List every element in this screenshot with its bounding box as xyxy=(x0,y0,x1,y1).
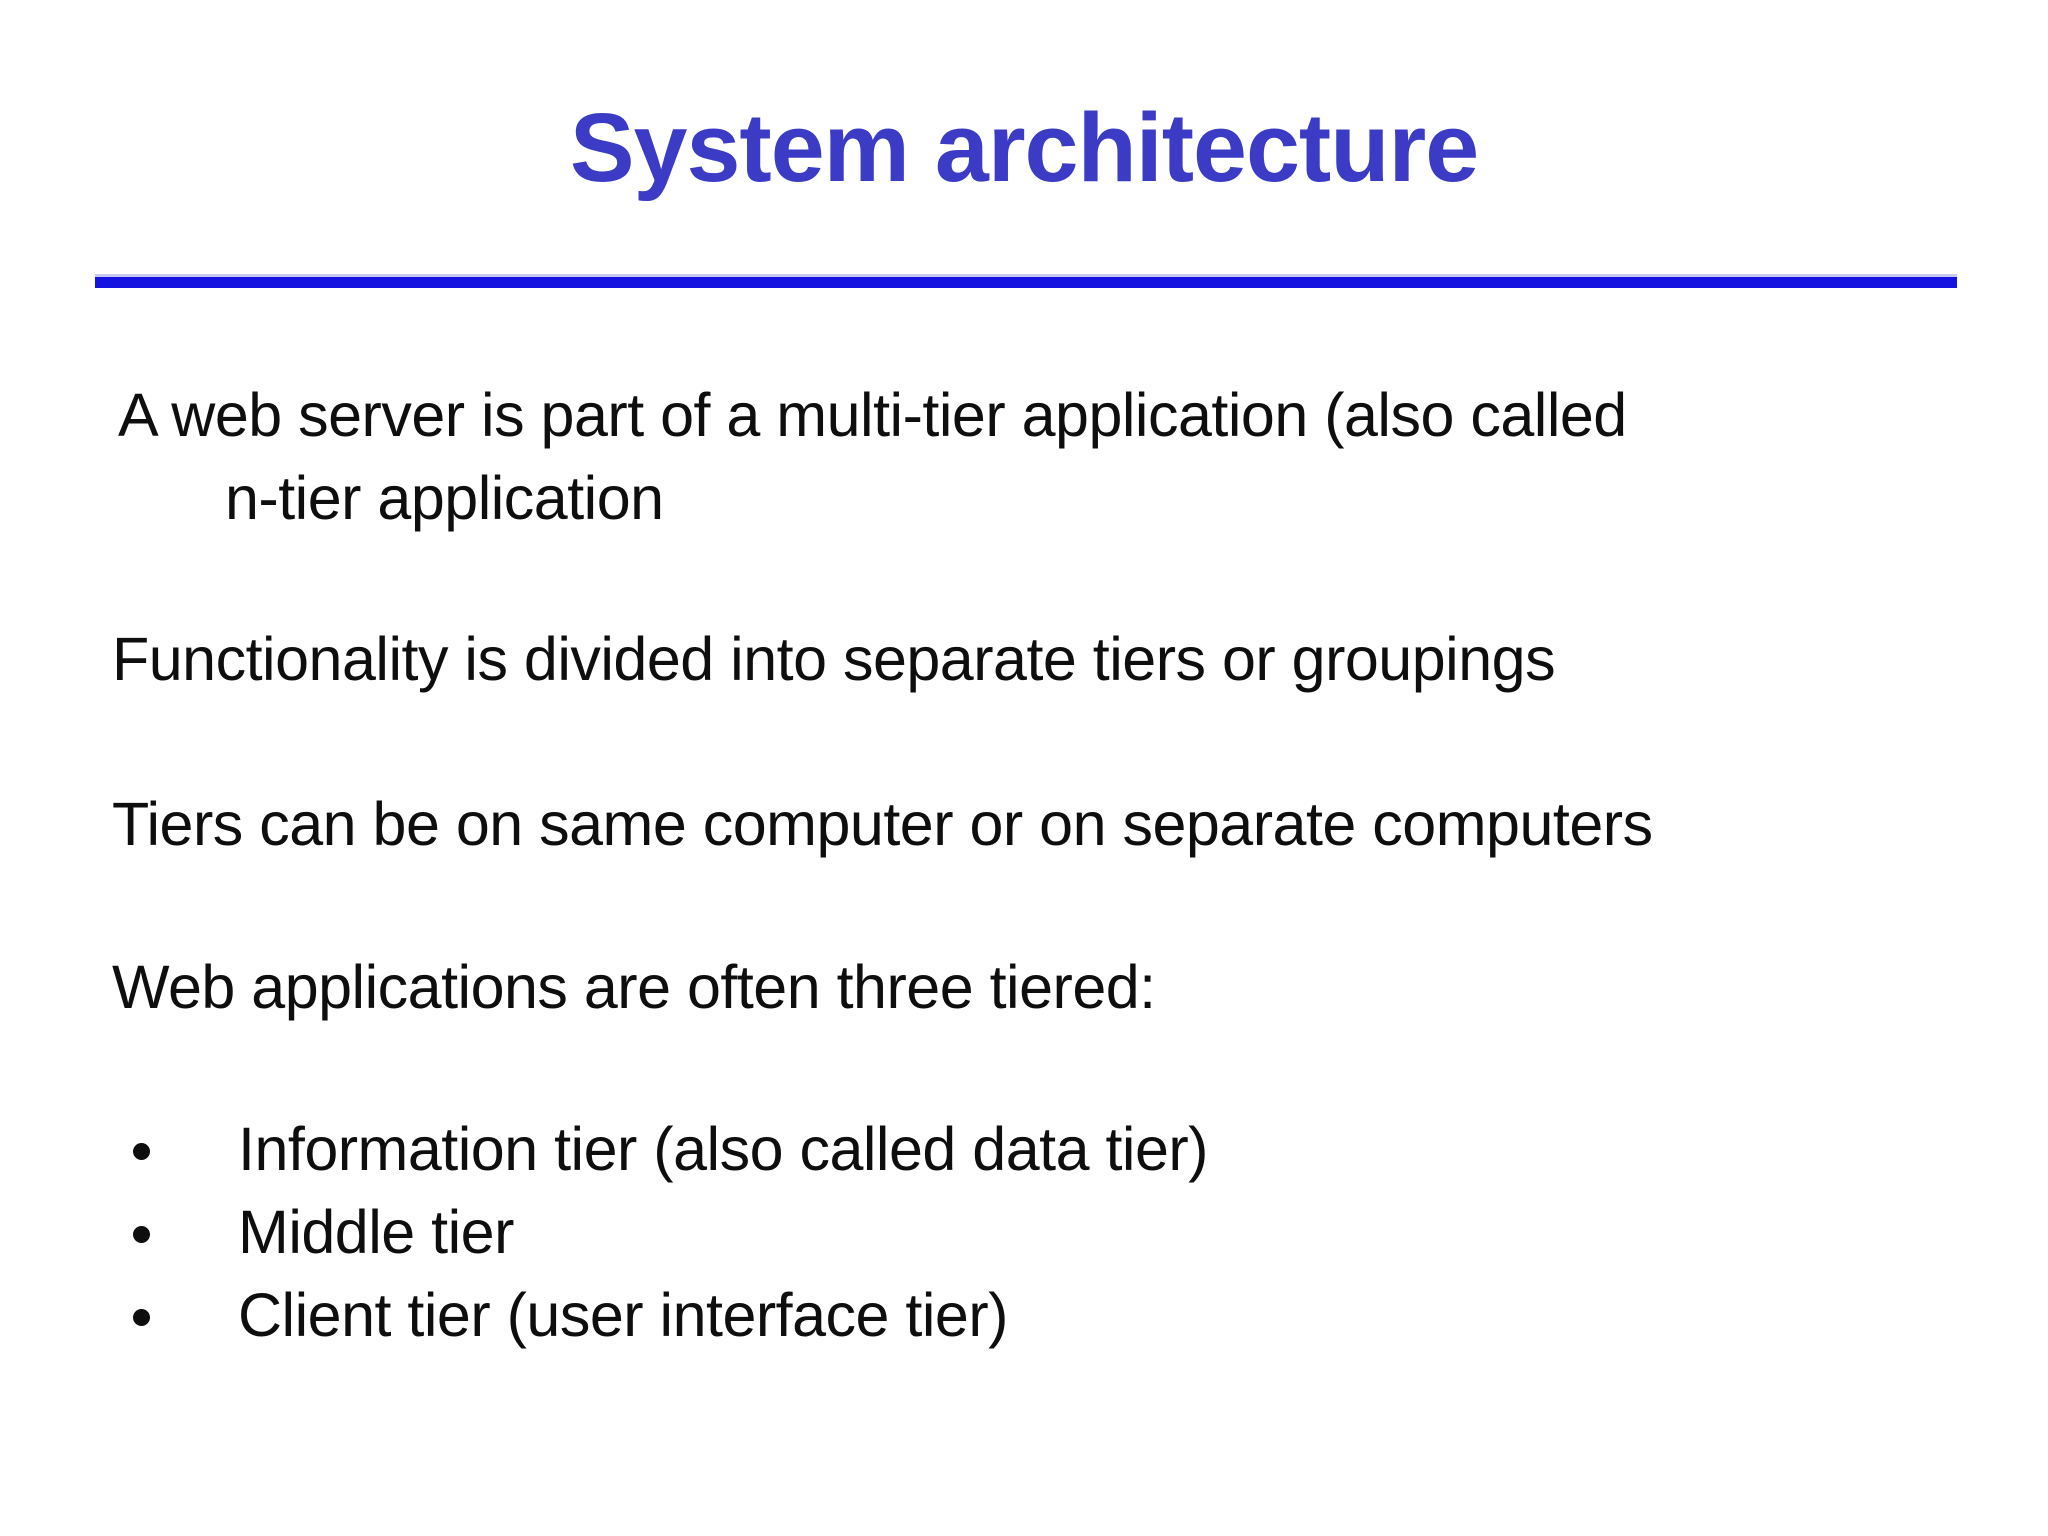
bullet-label: Client tier (user interface tier) xyxy=(238,1281,1008,1349)
bullet-label: Middle tier xyxy=(238,1198,514,1266)
bullet-list: Information tier (also called data tier)… xyxy=(112,1108,1932,1357)
page-title: System architecture xyxy=(569,93,1479,202)
bullet-dot-icon xyxy=(133,1309,150,1326)
bullet-dot-icon xyxy=(133,1226,150,1243)
paragraph-1-line-1: A web server is part of a multi-tier app… xyxy=(118,381,1627,449)
paragraph-4: Web applications are often three tiered: xyxy=(112,953,1156,1021)
bullet-label: Information tier (also called data tier) xyxy=(238,1115,1209,1183)
paragraph-3: Tiers can be on same computer or on sepa… xyxy=(112,790,1653,858)
title-underline xyxy=(95,274,1957,288)
list-item: Information tier (also called data tier) xyxy=(112,1108,1932,1191)
bullet-dot-icon xyxy=(133,1143,150,1160)
paragraph-1-line-2: n-tier application xyxy=(225,464,664,532)
paragraph-2: Functionality is divided into separate t… xyxy=(112,625,1556,693)
list-item: Client tier (user interface tier) xyxy=(112,1274,1932,1357)
list-item: Middle tier xyxy=(112,1191,1932,1274)
